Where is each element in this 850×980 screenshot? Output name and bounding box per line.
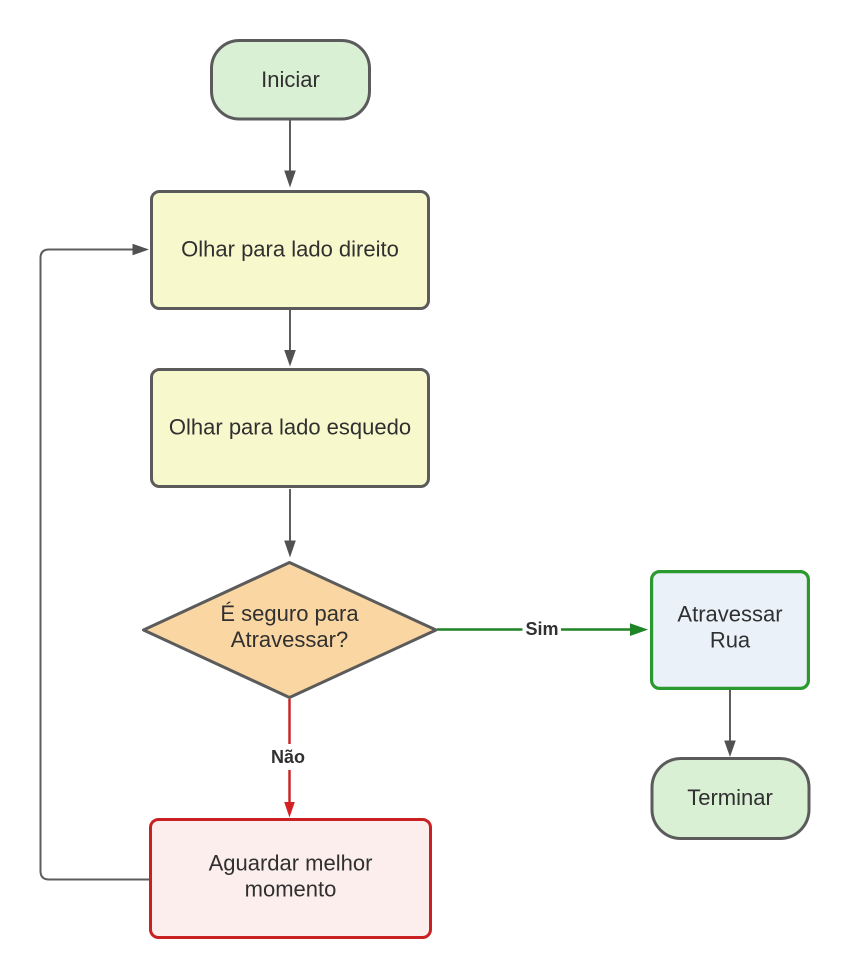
svg-text:Aguardar melhor: Aguardar melhor [209,851,373,876]
svg-text:Olhar para lado esquedo: Olhar para lado esquedo [169,415,411,440]
svg-text:É seguro para: É seguro para [220,601,359,626]
svg-text:Atravessar: Atravessar [677,602,782,627]
svg-text:Rua: Rua [710,628,751,653]
svg-text:Olhar para lado direito: Olhar para lado direito [181,237,399,262]
svg-text:Iniciar: Iniciar [261,67,320,92]
svg-text:Sim: Sim [525,619,558,639]
svg-text:Não: Não [271,747,305,767]
svg-text:Atravessar?: Atravessar? [231,627,348,652]
svg-text:Terminar: Terminar [687,785,773,810]
svg-text:momento: momento [245,877,337,902]
